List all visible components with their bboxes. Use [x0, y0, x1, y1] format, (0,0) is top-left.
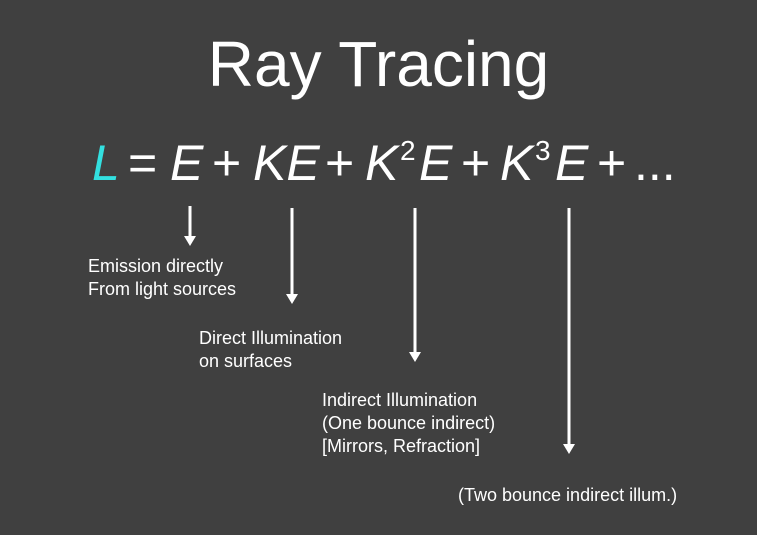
label-indirect-line2: (One bounce indirect): [322, 413, 496, 433]
arrow-indirect: [409, 208, 421, 362]
eq-plus-1: +: [212, 135, 242, 191]
eq-plus-3: +: [461, 135, 491, 191]
label-direct-line2: on surfaces: [199, 351, 293, 371]
eq-ellipsis: ...: [634, 135, 676, 191]
eq-term-KE: KE: [253, 135, 320, 191]
eq-exponent-3: 3: [535, 135, 551, 166]
eq-plus-2: +: [325, 135, 355, 191]
arrow-direct: [286, 208, 298, 304]
eq-term-K3: K: [500, 135, 534, 191]
eq-term-E-3: E: [555, 135, 589, 191]
label-indirect-line3: [Mirrors, Refraction]: [322, 436, 481, 456]
arrow-emission: [184, 206, 196, 246]
label-indirect: Indirect Illumination (One bounce indire…: [322, 389, 495, 458]
label-emission-line1: Emission directly: [88, 256, 224, 276]
label-emission-line2: From light sources: [88, 279, 237, 299]
eq-plus-4: +: [597, 135, 627, 191]
eq-equals: =: [128, 135, 158, 191]
label-direct-line1: Direct Illumination: [199, 328, 343, 348]
eq-exponent-2: 2: [400, 135, 416, 166]
label-direct: Direct Illumination on surfaces: [199, 327, 342, 373]
slide-title: Ray Tracing: [207, 28, 550, 100]
label-indirect-line1: Indirect Illumination: [322, 390, 478, 410]
eq-term-E-2: E: [419, 135, 453, 191]
label-emission: Emission directly From light sources: [88, 255, 236, 301]
label-two-bounce: (Two bounce indirect illum.): [458, 485, 678, 505]
eq-term-L: L: [92, 135, 120, 191]
arrow-two-bounce: [563, 208, 575, 454]
eq-term-E: E: [170, 135, 204, 191]
eq-term-K2: K: [365, 135, 399, 191]
